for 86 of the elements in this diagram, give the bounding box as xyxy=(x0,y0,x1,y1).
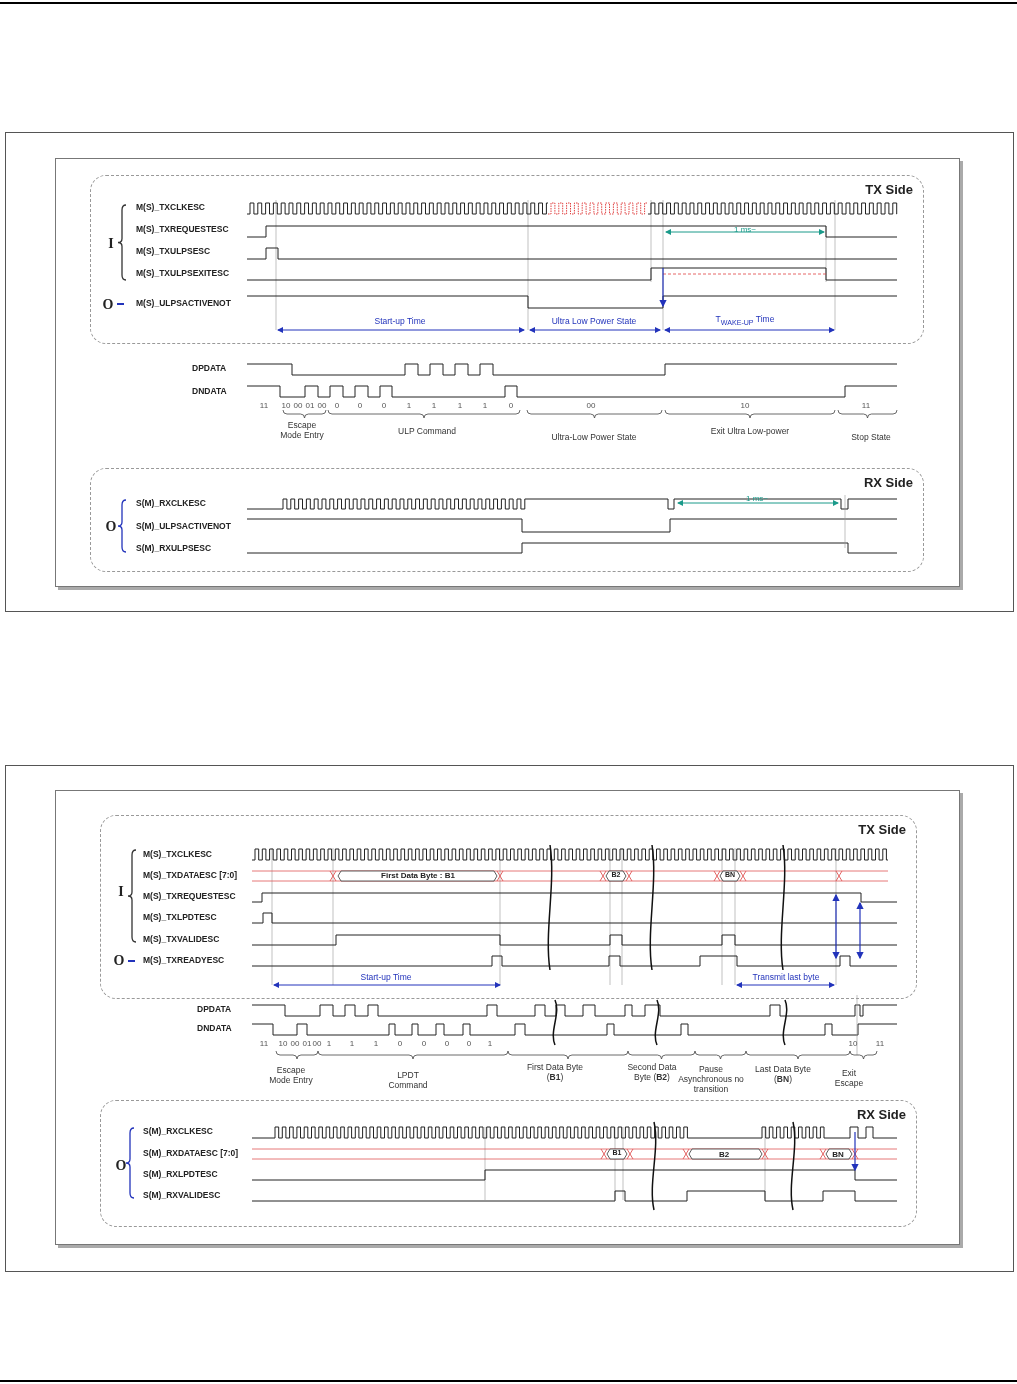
dimension-label: 1 ms~ xyxy=(734,225,756,235)
io-letter: O xyxy=(102,297,114,314)
phase-label: ULP Command xyxy=(397,427,457,437)
signal-name: M(S)_ULPSACTIVENOT xyxy=(136,299,231,309)
dimension-label: Start-up Time xyxy=(374,317,426,327)
signal-name: S(M)_RXCLKESC xyxy=(136,499,206,509)
io-letter: I xyxy=(108,236,114,253)
signal-name: S(M)_RXDATAESC [7:0] xyxy=(143,1149,239,1159)
dimension-label: Transmit last byte xyxy=(752,973,820,983)
bus-value: First Data Byte : B1 xyxy=(381,871,455,881)
dimension-label: T$_{WAKE-UP}$ Time xyxy=(715,315,775,327)
io-letter: O xyxy=(115,1158,127,1175)
signal-name: M(S)_TXLPDTESC xyxy=(143,913,217,923)
dimension-label: Ultra Low Power State xyxy=(551,317,637,327)
phase-label: Stop State xyxy=(850,433,892,443)
bit-value: 1 xyxy=(373,1039,379,1049)
bus-value: B2 xyxy=(718,1150,730,1160)
bit-value: 00 xyxy=(290,1039,300,1049)
phase-label: Last Data Byte (BN) xyxy=(755,1065,811,1085)
bit-value: 1 xyxy=(487,1039,493,1049)
io-letter: O xyxy=(105,519,117,536)
bit-value: 01 xyxy=(302,1039,312,1049)
signal-name: M(S)_TXDATAESC [7:0] xyxy=(143,871,238,881)
bit-value: 11 xyxy=(875,1039,885,1049)
signal-name: S(M)_RXULPSESC xyxy=(136,544,212,554)
signal-name: DPDATA xyxy=(192,364,227,374)
bit-value: 00 xyxy=(586,401,596,411)
dimension-label: Start-up Time xyxy=(360,973,412,983)
io-letter: O xyxy=(113,953,125,970)
signal-name: M(S)_TXVALIDESC xyxy=(143,935,220,945)
bit-value: 0 xyxy=(444,1039,450,1049)
dashed-panel xyxy=(90,468,924,572)
signal-name: S(M)_ULPSACTIVENOT xyxy=(136,522,231,532)
bit-value: 1 xyxy=(431,401,437,411)
bit-value: 10 xyxy=(278,1039,288,1049)
bit-value: 0 xyxy=(381,401,387,411)
signal-name: M(S)_TXCLKESC xyxy=(136,203,205,213)
signal-name: M(S)_TXULPSESC xyxy=(136,247,211,257)
panel-title: TX Side xyxy=(865,182,913,197)
bit-value: 0 xyxy=(466,1039,472,1049)
phase-label: Escape Mode Entry xyxy=(269,1066,313,1086)
signal-name: M(S)_TXULPSEXITESC xyxy=(136,269,230,279)
bit-value: 11 xyxy=(861,401,871,411)
dimension-label: 1 ms~ xyxy=(746,494,768,504)
signal-name: S(M)_RXVALIDESC xyxy=(143,1191,221,1201)
bit-value: 00 xyxy=(293,401,303,411)
bit-value: 00 xyxy=(312,1039,322,1049)
phase-label: Escape Mode Entry xyxy=(280,421,324,441)
signal-name: M(S)_TXCLKESC xyxy=(143,850,212,860)
bit-value: 0 xyxy=(397,1039,403,1049)
bit-value: 10 xyxy=(281,401,291,411)
phase-label: Exit Escape xyxy=(833,1069,865,1089)
signal-name: DNDATA xyxy=(197,1024,232,1034)
signal-name: M(S)_TXREQUESTESC xyxy=(136,225,229,235)
bit-value: 1 xyxy=(457,401,463,411)
bit-value: 0 xyxy=(508,401,514,411)
bit-value: 0 xyxy=(421,1039,427,1049)
signal-name: DNDATA xyxy=(192,387,227,397)
bit-value: 00 xyxy=(317,401,327,411)
bit-value: 1 xyxy=(406,401,412,411)
phase-label: First Data Byte (B1) xyxy=(525,1063,585,1083)
bit-value: 01 xyxy=(305,401,315,411)
panel-title: TX Side xyxy=(858,822,906,837)
bit-value: 11 xyxy=(259,401,269,411)
signal-name: M(S)_TXREADYESC xyxy=(143,956,225,966)
io-letter: I xyxy=(118,884,124,901)
phase-label: Exit Ultra Low-power xyxy=(709,427,791,437)
panel-title: RX Side xyxy=(856,1107,906,1122)
bit-value: 11 xyxy=(259,1039,269,1049)
signal-name: DPDATA xyxy=(197,1005,232,1015)
phase-label: LPDT Command xyxy=(387,1071,429,1091)
bit-value: 1 xyxy=(349,1039,355,1049)
signal-name: S(M)_RXCLKESC xyxy=(143,1127,213,1137)
bit-value: 1 xyxy=(326,1039,332,1049)
signal-name: S(M)_RXLPDTESC xyxy=(143,1170,218,1180)
phase-label: Pause Asynchronous no transition xyxy=(678,1065,744,1095)
signal-name: M(S)_TXREQUESTESC xyxy=(143,892,236,902)
bit-value: 1 xyxy=(482,401,488,411)
bit-value: 10 xyxy=(848,1039,858,1049)
phase-label: Ultra-Low Power State xyxy=(550,433,638,443)
dashed-panel xyxy=(90,175,924,344)
bit-value: 0 xyxy=(357,401,363,411)
panel-title: RX Side xyxy=(863,475,913,490)
bus-value: BN xyxy=(832,1150,844,1160)
bit-value: 10 xyxy=(740,401,750,411)
bit-value: 0 xyxy=(334,401,340,411)
